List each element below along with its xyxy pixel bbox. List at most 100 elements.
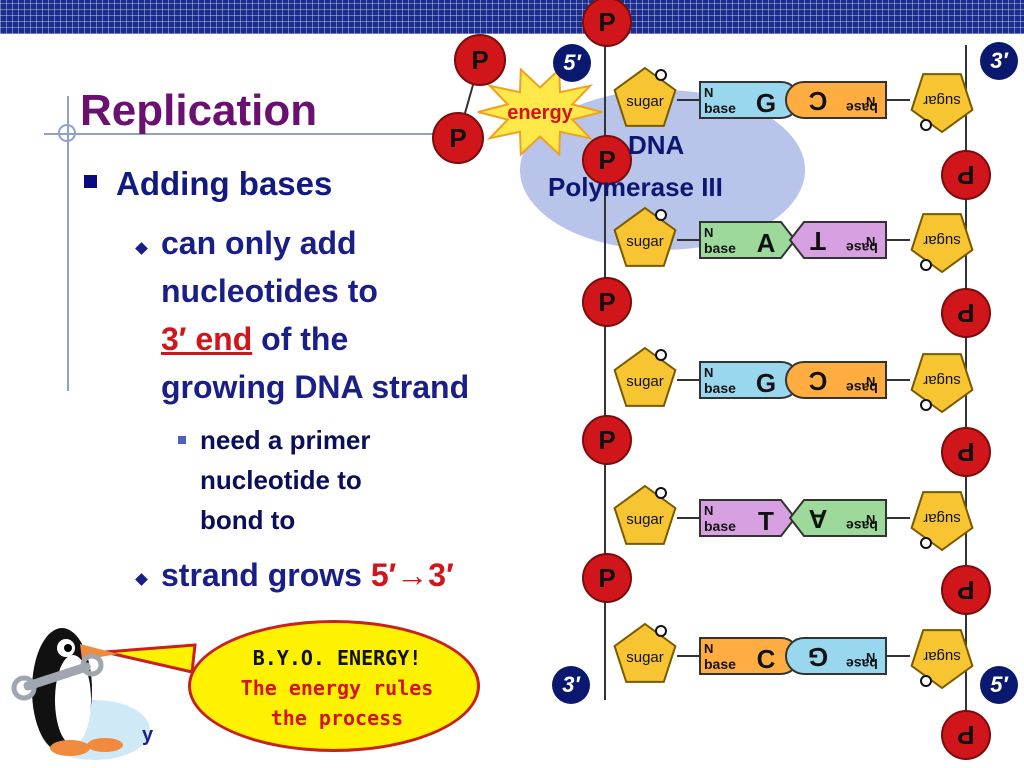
sugar-label-inverted: sugar bbox=[923, 92, 961, 109]
left-phosphate bbox=[582, 135, 632, 185]
sugar-label: sugar bbox=[626, 373, 664, 390]
three-prime-bottom-badge: 3′ bbox=[552, 666, 590, 704]
sub-sub-bullet-line: need a primer bbox=[200, 425, 371, 455]
right-phosphate bbox=[941, 710, 991, 760]
right-sugar bbox=[910, 213, 974, 274]
base-n-label: N bbox=[704, 225, 713, 240]
base-word-label-inverted: base bbox=[846, 518, 878, 534]
right-base-letter: G bbox=[808, 642, 828, 672]
phosphate-label: P bbox=[598, 287, 615, 317]
right-phosphate bbox=[941, 288, 991, 338]
right-base bbox=[785, 361, 887, 399]
five-prime-top-badge: 5′ bbox=[553, 44, 591, 82]
crosshair-icon bbox=[58, 124, 76, 142]
five-prime-bottom-badge: 5′ bbox=[980, 666, 1018, 704]
right-sugar bbox=[910, 353, 974, 414]
base-word-label-inverted: base bbox=[846, 380, 878, 396]
left-sugar bbox=[613, 206, 677, 267]
three-prime-end: 3′ end bbox=[161, 321, 253, 357]
base-word-label: base bbox=[704, 380, 736, 396]
base-n-label-inverted: N bbox=[866, 94, 875, 109]
phosphate-label-inverted: P bbox=[957, 720, 974, 750]
left-phosphate bbox=[582, 415, 632, 465]
phosphate-label-inverted: P bbox=[957, 160, 974, 190]
right-sugar bbox=[910, 629, 974, 690]
left-base-letter: G bbox=[756, 88, 776, 118]
sub-bullet-line: nucleotides to bbox=[161, 273, 378, 309]
phosphate-label: P bbox=[598, 563, 615, 593]
sugar-oxygen bbox=[920, 537, 932, 549]
sugar-oxygen bbox=[920, 259, 932, 271]
callout-line-3: the process bbox=[270, 706, 404, 730]
left-base-letter: A bbox=[757, 228, 776, 258]
sugar-oxygen bbox=[920, 399, 932, 411]
sugar-label-inverted: sugar bbox=[923, 648, 961, 665]
strand-grows-text: strand grows bbox=[161, 557, 371, 593]
base-n-label: N bbox=[704, 641, 713, 656]
sub-bullet-after: of the bbox=[252, 321, 349, 357]
left-phosphate bbox=[582, 0, 632, 47]
sugar-label: sugar bbox=[626, 511, 664, 528]
right-base-letter: C bbox=[808, 86, 827, 116]
phosphate-label-inverted: P bbox=[957, 298, 974, 328]
right-base bbox=[785, 81, 887, 119]
sugar-oxygen bbox=[920, 675, 932, 687]
sugar-label-inverted: sugar bbox=[923, 510, 961, 527]
sub-bullet-strand-grows: strand grows 5′→3′ bbox=[161, 557, 454, 594]
right-base-letter: C bbox=[808, 366, 827, 396]
right-phosphate bbox=[941, 427, 991, 477]
energy-label: energy bbox=[507, 102, 573, 124]
margin-rule bbox=[67, 96, 69, 391]
base-word-label: base bbox=[704, 656, 736, 672]
sugar-oxygen bbox=[655, 69, 667, 81]
left-sugar bbox=[613, 66, 677, 127]
sub-sub-bullet-line: bond to bbox=[200, 505, 296, 535]
base-word-label: base bbox=[704, 240, 736, 256]
sugar-label-inverted: sugar bbox=[923, 232, 961, 249]
left-base bbox=[699, 221, 797, 259]
base-n-label-inverted: N bbox=[866, 650, 875, 665]
sub-bullet-line: can only add bbox=[161, 225, 357, 261]
base-n-label: N bbox=[704, 503, 713, 518]
base-word-label-inverted: base bbox=[846, 100, 878, 116]
three-prime-top-badge: 3′ bbox=[980, 42, 1018, 80]
base-n-label: N bbox=[704, 85, 713, 100]
phosphate-label: P bbox=[598, 425, 615, 455]
base-n-label-inverted: N bbox=[866, 234, 875, 249]
direction-5-to-3: 5′→3′ bbox=[370, 557, 454, 593]
footer-fragment: y bbox=[142, 724, 154, 746]
enzyme-label-dna: DNA bbox=[628, 130, 685, 160]
left-sugar bbox=[613, 484, 677, 545]
sugar-label: sugar bbox=[626, 649, 664, 666]
phosphate-label: P bbox=[598, 7, 615, 37]
base-word-label: base bbox=[704, 518, 736, 534]
sugar-oxygen bbox=[655, 209, 667, 221]
left-base-letter: G bbox=[756, 368, 776, 398]
base-n-label: N bbox=[704, 365, 713, 380]
phosphate-label-inverted: P bbox=[957, 437, 974, 467]
slide-title: Replication bbox=[80, 86, 318, 135]
callout-line-1: B.Y.O. ENERGY! bbox=[252, 646, 422, 670]
phosphate-label: P bbox=[449, 123, 466, 153]
sugar-label: sugar bbox=[626, 93, 664, 110]
phosphate-label: P bbox=[598, 145, 615, 175]
right-phosphate bbox=[941, 150, 991, 200]
sub-bullet-line: 3′ end of the bbox=[161, 321, 348, 358]
left-sugar bbox=[613, 622, 677, 683]
left-phosphate bbox=[582, 553, 632, 603]
left-sugar bbox=[613, 346, 677, 407]
base-word-label: base bbox=[704, 100, 736, 116]
left-phosphate bbox=[582, 277, 632, 327]
sugar-oxygen bbox=[920, 119, 932, 131]
left-base bbox=[699, 499, 797, 537]
sugar-label: sugar bbox=[626, 233, 664, 250]
right-base bbox=[785, 637, 887, 675]
right-sugar bbox=[910, 73, 974, 134]
right-phosphate bbox=[941, 565, 991, 615]
right-base bbox=[788, 499, 887, 537]
right-base-letter: T bbox=[810, 226, 826, 256]
left-base-letter: C bbox=[757, 644, 776, 674]
square-bullet-icon bbox=[84, 175, 97, 188]
